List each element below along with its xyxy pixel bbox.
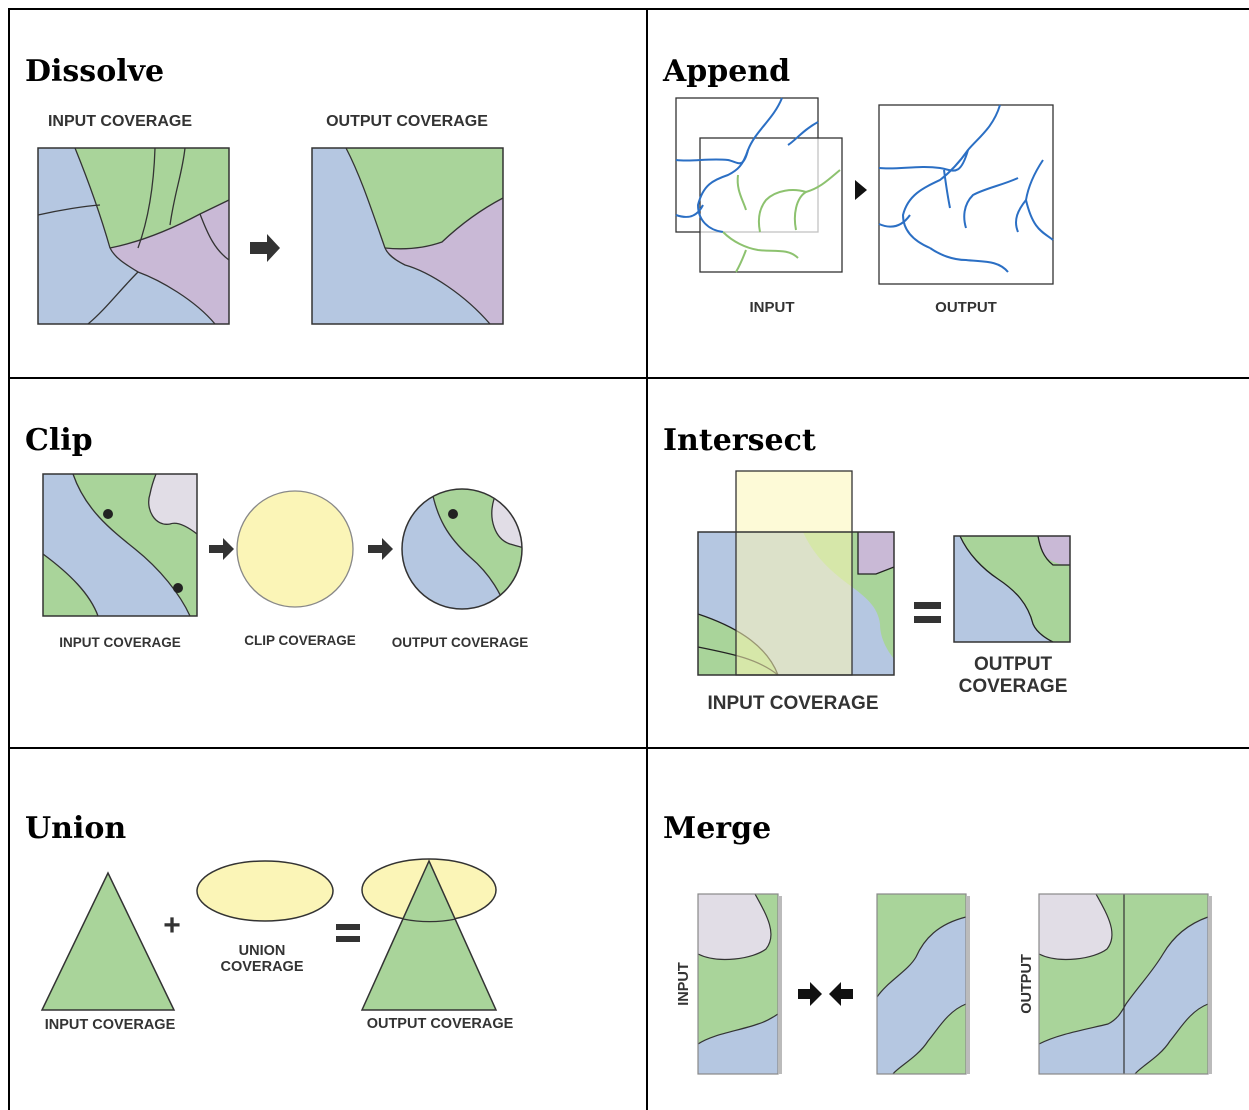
clip-coverage-label: CLIP COVERAGE [244,633,356,648]
dissolve-output-label: OUTPUT COVERAGE [326,113,488,130]
intersect-equals-icon-bottom [914,616,941,623]
append-arrow-icon [855,180,867,200]
dissolve-input-label: INPUT COVERAGE [48,113,192,130]
intersect-diagram: INPUT COVERAGE OUTPUT COVERAGE [697,470,1071,714]
union-coverage-label-line2: COVERAGE [221,959,304,975]
merge-input-map-left [697,893,782,1075]
append-output-map [878,104,1054,285]
union-output-label: OUTPUT COVERAGE [367,1016,514,1032]
union-equals-icon-bottom [336,936,360,942]
union-input-label: INPUT COVERAGE [45,1017,176,1033]
union-input-triangle [40,871,176,1011]
operations-table: Dissolve INPUT COVERAGE OUTPUT COVERAGE [8,8,1249,1110]
clip-input-label: INPUT COVERAGE [59,635,181,650]
intersect-output-label-line1: OUTPUT [974,654,1053,675]
clip-coverage-circle [236,490,354,608]
clip-title: Clip [25,423,93,458]
dissolve-diagram: INPUT COVERAGE OUTPUT COVERAGE [37,113,504,325]
merge-diagram: INPUT OUTPUT [676,893,1212,1075]
table-border-left [8,8,10,1110]
union-coverage-ellipse [196,860,334,922]
dissolve-title: Dissolve [25,54,165,89]
merge-output-label: OUTPUT [1019,954,1035,1014]
union-plus-icon: + [163,909,181,942]
union-coverage-label-line1: UNION [239,943,286,959]
clip-diagram: INPUT COVERAGE CLIP COVERAGE OUTPUT COVE… [42,473,529,650]
clip-panel: Clip [10,379,646,747]
dissolve-input-map [37,147,230,325]
merge-input-label: INPUT [676,962,692,1006]
append-title: Append [663,54,791,89]
append-diagram: INPUT OUTPUT [675,97,1054,316]
union-equals-icon-top [336,924,360,930]
row-divider-1 [8,377,1249,379]
intersect-output-label-line2: COVERAGE [959,676,1068,697]
dissolve-output-map [311,147,504,325]
column-divider [646,8,648,1110]
intersect-panel: Intersect [648,379,1249,747]
row-divider-2 [8,747,1249,749]
clip-arrow-icon-1 [209,538,234,560]
union-output-shape [360,858,498,1011]
merge-output-map [1038,893,1212,1075]
clip-input-map [42,473,198,617]
append-input-maps [675,97,843,273]
merge-title: Merge [663,811,772,846]
intersect-input-label: INPUT COVERAGE [707,693,878,714]
union-diagram: + INPUT COVERAGE UNION COVERAGE OUTPUT C… [40,858,514,1033]
merge-arrow-icon-left [829,982,853,1006]
union-panel: Union + INPUT COVERAGE UNION COVERAGE OU… [10,749,646,1110]
append-panel: Append [648,10,1249,377]
clip-output-map [401,488,523,610]
append-output-label: OUTPUT [935,299,997,316]
intersect-output-map [953,535,1071,643]
intersect-title: Intersect [663,423,816,458]
intersect-input-map [697,470,895,676]
union-title: Union [25,811,127,846]
dissolve-panel: Dissolve INPUT COVERAGE OUTPUT COVERAGE [10,10,646,377]
clip-output-label: OUTPUT COVERAGE [392,635,529,650]
append-input-label: INPUT [750,299,795,316]
table-border-top [8,8,1249,10]
merge-arrow-icon-right [798,982,822,1006]
intersect-equals-icon-top [914,602,941,609]
clip-arrow-icon-2 [368,538,393,560]
dissolve-arrow-icon [250,234,280,262]
merge-panel: Merge [648,749,1249,1110]
merge-input-map-right [876,893,970,1075]
